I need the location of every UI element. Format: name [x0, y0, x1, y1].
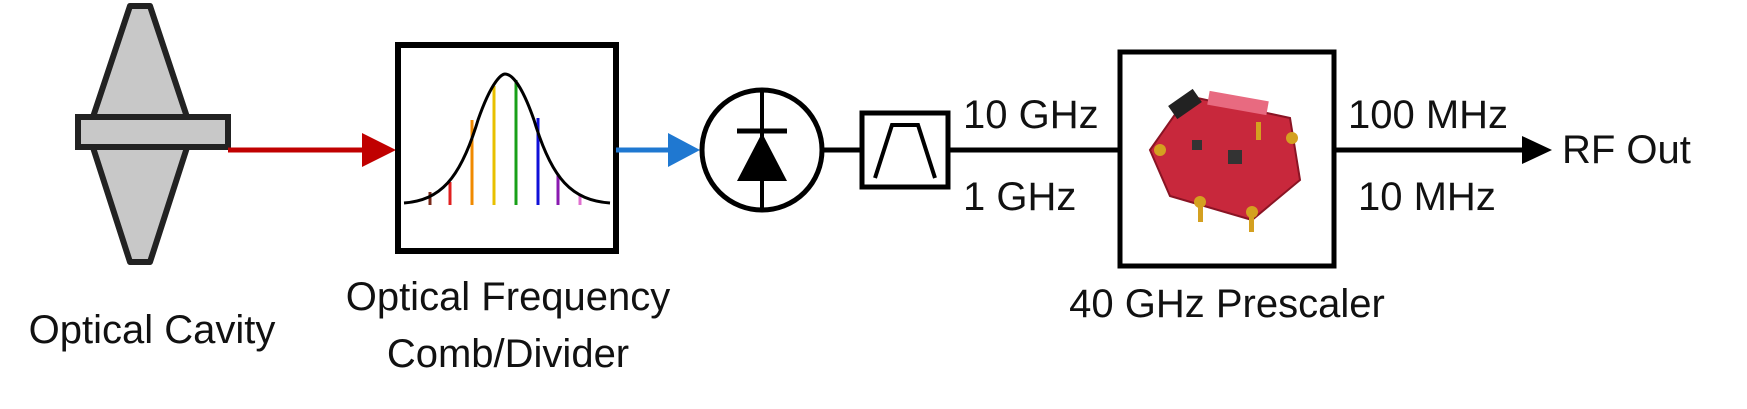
prescaler-box — [1117, 49, 1337, 269]
frequency-comb-icon — [395, 42, 619, 254]
freq-out-top-label: 100 MHz — [1348, 93, 1508, 137]
photodiode-icon — [699, 87, 825, 213]
optical-cavity-label: Optical Cavity — [29, 308, 276, 352]
freq-out-bottom-label: 10 MHz — [1358, 175, 1496, 219]
comb-label-line1: Optical Frequency — [346, 275, 671, 319]
comb-label-line2: Comb/Divider — [387, 332, 629, 376]
comb-envelope — [403, 72, 611, 205]
bandpass-filter-icon — [859, 110, 951, 190]
prescaler-label: 40 GHz Prescaler — [1069, 282, 1385, 326]
prescaler-board-icon — [1148, 88, 1302, 232]
rf-output-arrow — [1334, 136, 1552, 164]
optical-output-arrow — [616, 133, 700, 167]
laser-beam-arrow — [228, 133, 396, 167]
rf-out-label: RF Out — [1562, 128, 1691, 172]
freq-in-top-label: 10 GHz — [963, 93, 1099, 137]
optical-cavity-icon — [75, 3, 231, 265]
freq-in-bottom-label: 1 GHz — [963, 175, 1076, 219]
